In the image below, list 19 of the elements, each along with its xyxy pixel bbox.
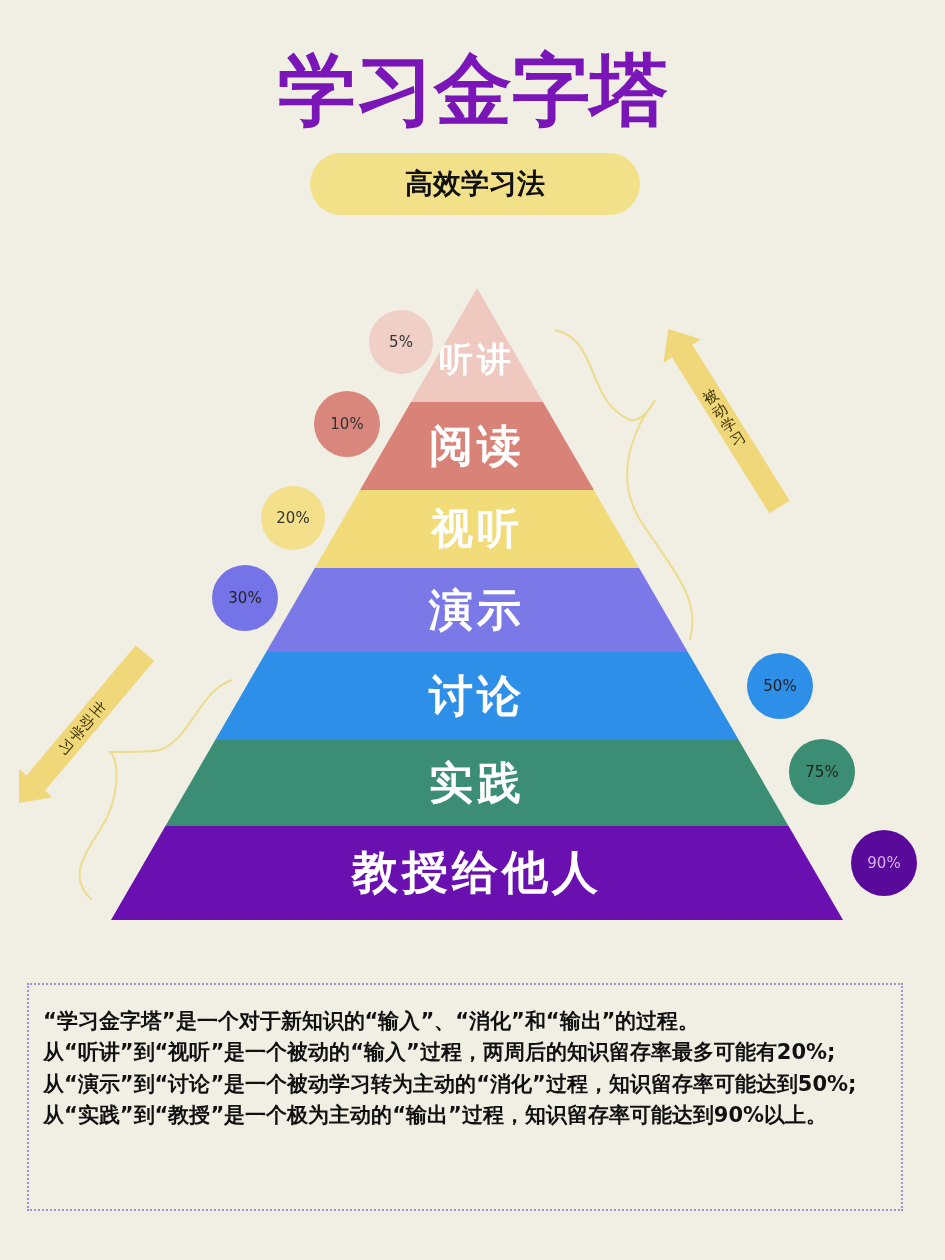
percent-circle: 90% — [851, 830, 917, 896]
percent-circle: 10% — [314, 391, 380, 457]
percent-circle: 20% — [261, 486, 325, 550]
title: 学习金字塔 — [276, 48, 669, 134]
note-paragraph: 从“实践”到“教授”是一个极为主动的“输出”过程，知识留存率可能达到90%以上。 — [43, 1102, 829, 1130]
percent-circle: 75% — [789, 739, 855, 805]
pyramid-layer: 演示 — [266, 568, 688, 652]
note-paragraph: 从“听讲”到“视听”是一个被动的“输入”过程，两周后的知识留存率最多可能有20%; — [43, 1039, 837, 1067]
note-paragraph: 从“演示”到“讨论”是一个被动学习转为主动的“消化”过程，知识留存率可能达到50%; — [43, 1070, 858, 1098]
subtitle-banner: 高效学习法 — [310, 153, 640, 215]
note-panel — [27, 983, 903, 1211]
note-paragraph: “学习金字塔”是一个对于新知识的“输入”、“消化”和“输出”的过程。 — [43, 1008, 701, 1035]
percent-circle: 30% — [212, 565, 278, 631]
percent-circle: 50% — [747, 653, 813, 719]
pyramid-layer: 教授给他人 — [111, 826, 843, 920]
percent-circle: 5% — [369, 310, 433, 374]
pyramid-layer: 讨论 — [215, 652, 739, 740]
pyramid-layer: 视听 — [314, 490, 640, 568]
pyramid-layer: 实践 — [165, 740, 789, 826]
